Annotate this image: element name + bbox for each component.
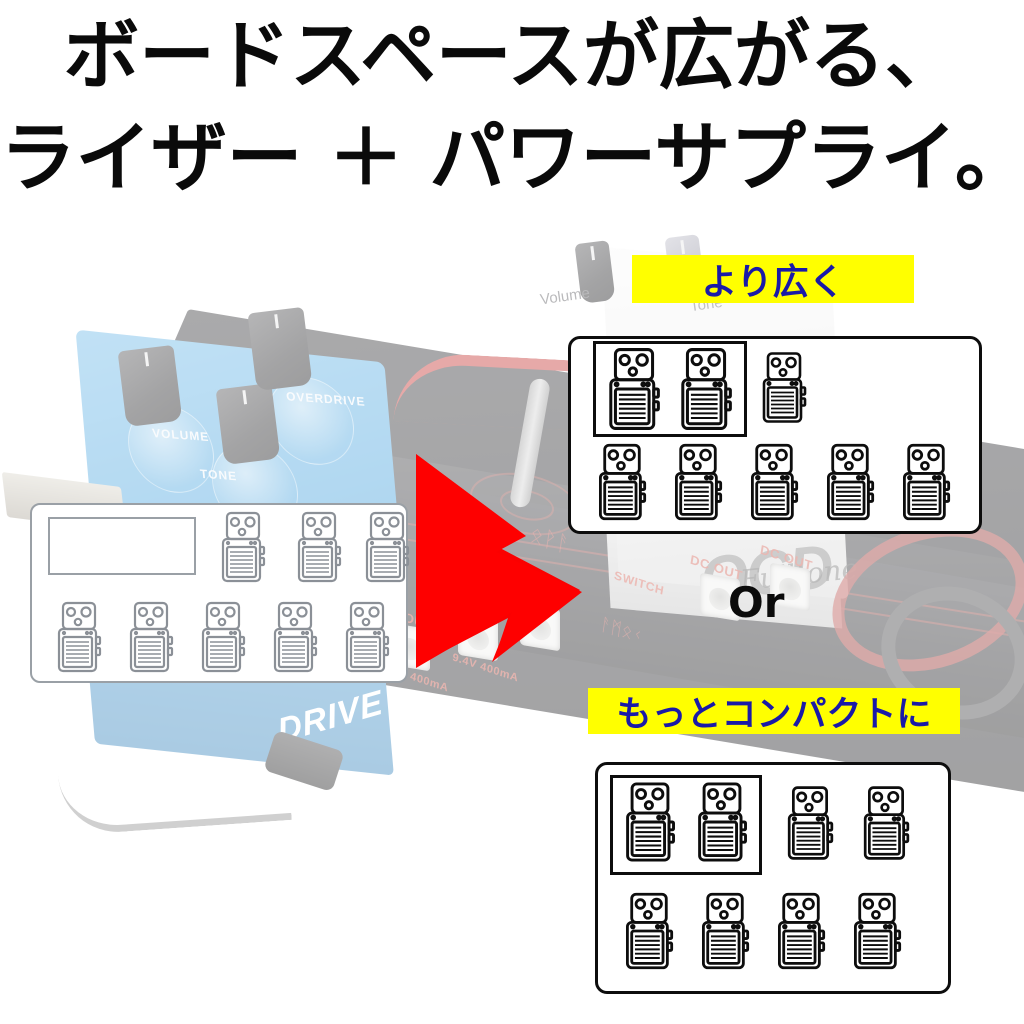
riser-inner-box (593, 341, 747, 437)
headline-line-2: ライザー ＋ パワーサプライ。 (0, 113, 1024, 202)
pedal-icon (218, 511, 268, 583)
riser-inner-box (610, 775, 762, 875)
pedal-icon (270, 601, 320, 673)
transition-arrow (408, 440, 588, 670)
pedal-icon (677, 347, 735, 431)
right-arrow-icon (416, 454, 582, 668)
pedal-icon (823, 443, 877, 521)
pedal-icon (605, 347, 663, 431)
badge-compact: もっとコンパクトに (588, 688, 960, 735)
pedal-icon (362, 511, 412, 583)
badge-wider: より広く (632, 255, 914, 303)
knob-volume (117, 344, 183, 428)
power-supply-rect-icon (48, 517, 196, 575)
pedal-icon (294, 511, 344, 583)
dc-cord (58, 760, 292, 836)
pedal-icon (759, 351, 809, 424)
or-connector: Or (728, 578, 785, 627)
pedal-icon (747, 443, 801, 521)
knob-overdrive (247, 306, 313, 392)
panel-before-layout (30, 503, 410, 683)
knob-label-tone: TONE (199, 466, 238, 484)
pedal-icon (774, 891, 828, 971)
pedal-icon (622, 781, 678, 863)
pedal-icon (694, 781, 750, 863)
pedal-icon (698, 891, 752, 971)
pedal-icon (850, 891, 904, 971)
pedal-icon (126, 601, 176, 673)
panel-wider-layout (568, 336, 982, 534)
pedal-icon (622, 891, 676, 971)
pedal-icon (784, 785, 836, 861)
pedal-icon (595, 443, 649, 521)
pedal-icon (899, 443, 953, 521)
pedal-icon (671, 443, 725, 521)
knob-tone (215, 382, 281, 466)
headline: ボードスペースが広がる、 ライザー ＋ パワーサプライ。 (0, 0, 1024, 206)
pedal-icon (860, 785, 912, 861)
pedal-icon (198, 601, 248, 673)
pedal-icon (342, 601, 392, 673)
headline-line-1: ボードスペースが広がる、 (63, 11, 961, 100)
white-pedal-knob-label-volume: Volume (539, 284, 591, 309)
pedal-icon (54, 601, 104, 673)
panel-compact-layout (595, 762, 951, 994)
